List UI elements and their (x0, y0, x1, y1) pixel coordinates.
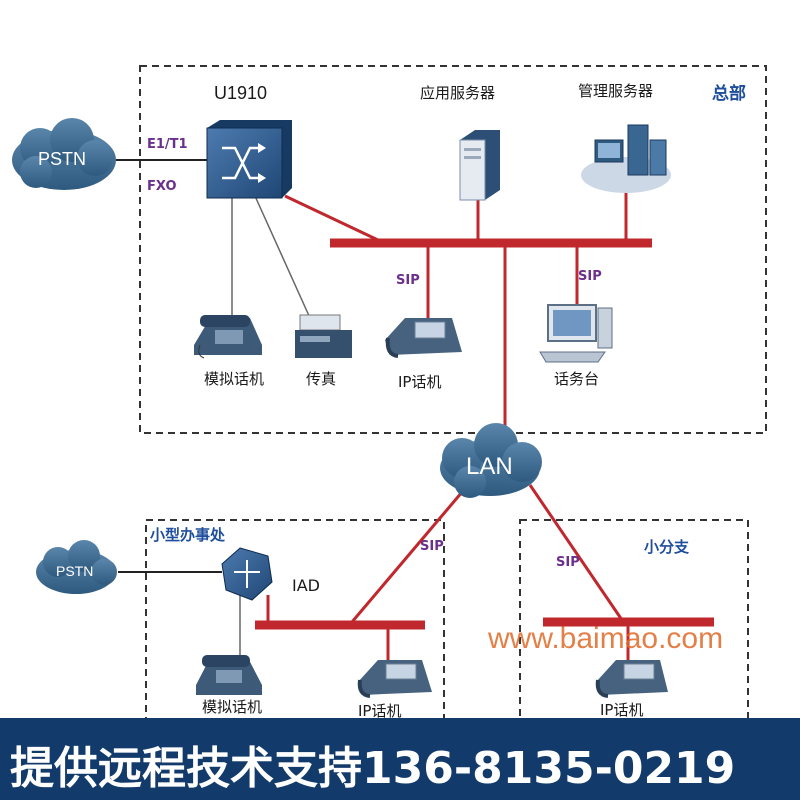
office-analog-phone-label: 模拟话机 (202, 698, 263, 716)
office-analog-phone-icon (196, 655, 262, 695)
pstn-office-label: PSTN (56, 563, 94, 579)
analog-phone-label: 模拟话机 (204, 370, 265, 388)
app-server-label: 应用服务器 (420, 84, 496, 102)
ip-phone-icon (385, 318, 462, 358)
e1-t1-label: E1/T1 (147, 137, 188, 152)
link-lan-branch (528, 484, 624, 621)
sip-office-label: SIP (420, 539, 444, 554)
fax-label: 传真 (306, 370, 337, 388)
lan-cloud (440, 423, 542, 498)
headquarters-region (139, 65, 767, 434)
office-ip-phone-label: IP话机 (358, 702, 402, 720)
mgmt-server-label: 管理服务器 (578, 82, 654, 100)
fxo-label: FXO (147, 179, 177, 194)
branch-ip-phone-icon (595, 660, 668, 698)
footer-text: 提供远程技术支持136-8135-0219 (10, 743, 736, 794)
u1910-label: U1910 (214, 83, 268, 103)
console-label: 话务台 (554, 370, 600, 388)
branch-ip-phone-label: IP话机 (600, 701, 644, 719)
fax-icon (295, 314, 352, 358)
analog-phone-icon (194, 315, 262, 359)
footer-banner: 提供远程技术支持136-8135-0219 (0, 718, 800, 800)
iad-router-icon (221, 547, 273, 601)
small-office-region (145, 519, 445, 721)
u1910-switch-icon (206, 120, 292, 199)
link-u1910-fax (254, 195, 311, 319)
pstn-cloud-office (36, 540, 117, 594)
sip-hq-left-label: SIP (396, 273, 420, 288)
office-ip-phone-icon (357, 660, 432, 698)
sip-branch-label: SIP (556, 555, 580, 570)
office-region-label: 小型办事处 (150, 526, 226, 544)
ip-phone-label: IP话机 (398, 373, 442, 391)
watermark: www.baimao.com (488, 622, 724, 655)
management-server-icon (581, 124, 671, 193)
link-lan-office (350, 484, 470, 623)
branch-region-label: 小分支 (644, 538, 690, 556)
console-pc-icon (539, 304, 613, 363)
hq-region-label: 总部 (712, 84, 746, 104)
link-u1910-bus (284, 194, 379, 242)
sip-hq-right-label: SIP (578, 269, 602, 284)
iad-label: IAD (292, 576, 320, 595)
pstn-hq-label: PSTN (38, 149, 87, 169)
application-server-icon (459, 130, 500, 201)
lan-label: LAN (466, 453, 513, 480)
pstn-cloud-hq (12, 118, 116, 190)
